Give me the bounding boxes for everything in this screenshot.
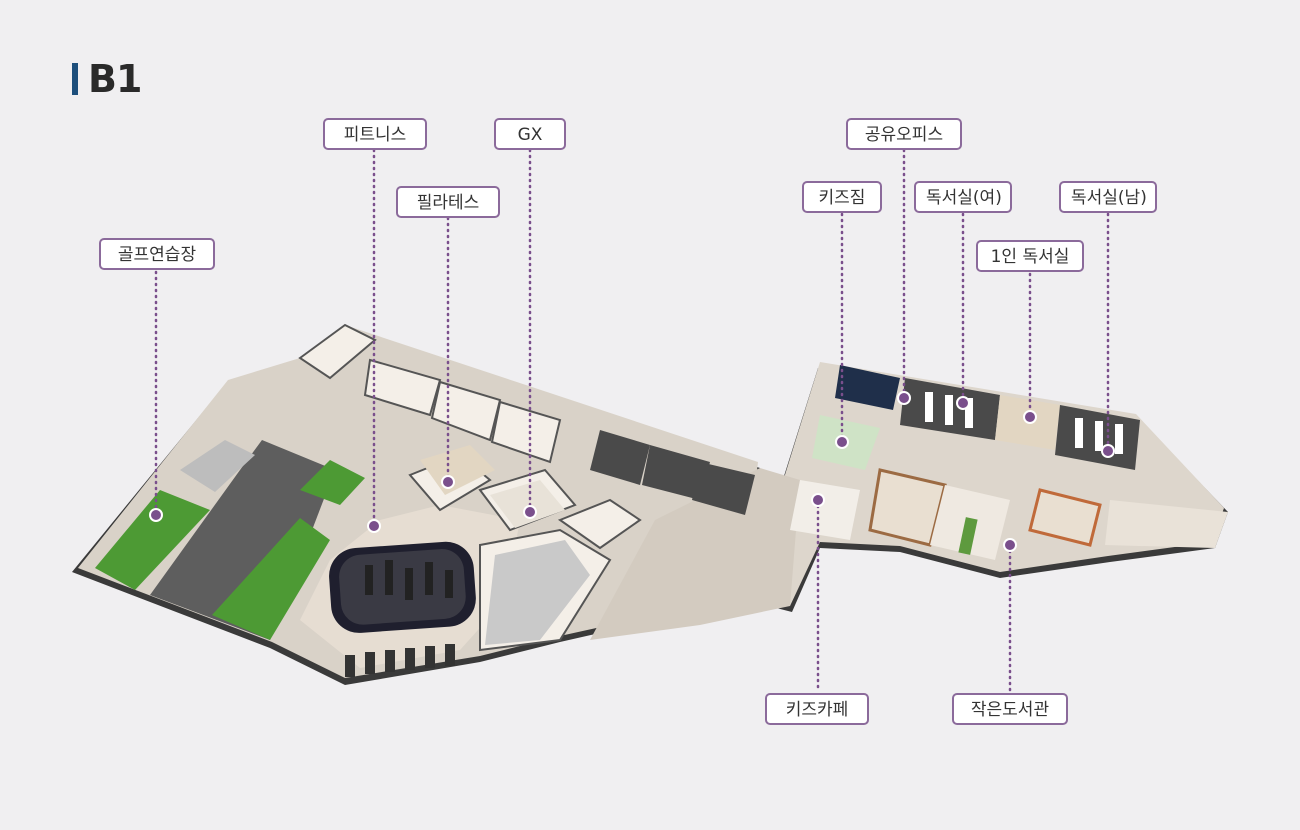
gx-floor xyxy=(490,480,565,528)
right-wing-rooms xyxy=(790,365,1228,560)
label-fitness: 피트니스 xyxy=(323,118,427,150)
label-reading-male: 독서실(남) xyxy=(1059,181,1157,213)
label-golf: 골프연습장 xyxy=(99,238,215,270)
leader-dots xyxy=(149,391,1115,552)
leader-lines xyxy=(154,148,1110,694)
label-reading-female: 독서실(여) xyxy=(914,181,1012,213)
label-kids-gym: 키즈짐 xyxy=(802,181,882,213)
fitness-area xyxy=(300,505,520,677)
label-kids-cafe: 키즈카페 xyxy=(765,693,869,725)
label-single-reading: 1인 독서실 xyxy=(976,240,1084,272)
floor-label: B1 xyxy=(88,57,142,101)
left-wing-dark-rooms xyxy=(590,430,755,515)
floor-title-accent-bar xyxy=(72,63,78,95)
label-small-library: 작은도서관 xyxy=(952,693,1068,725)
label-pilates: 필라테스 xyxy=(396,186,500,218)
label-gx: GX xyxy=(494,118,566,150)
golf-area xyxy=(95,440,365,640)
floor-title: B1 xyxy=(72,57,142,101)
storage-room xyxy=(485,540,590,645)
pilates-floor xyxy=(420,445,495,495)
label-shared-office: 공유오피스 xyxy=(846,118,962,150)
